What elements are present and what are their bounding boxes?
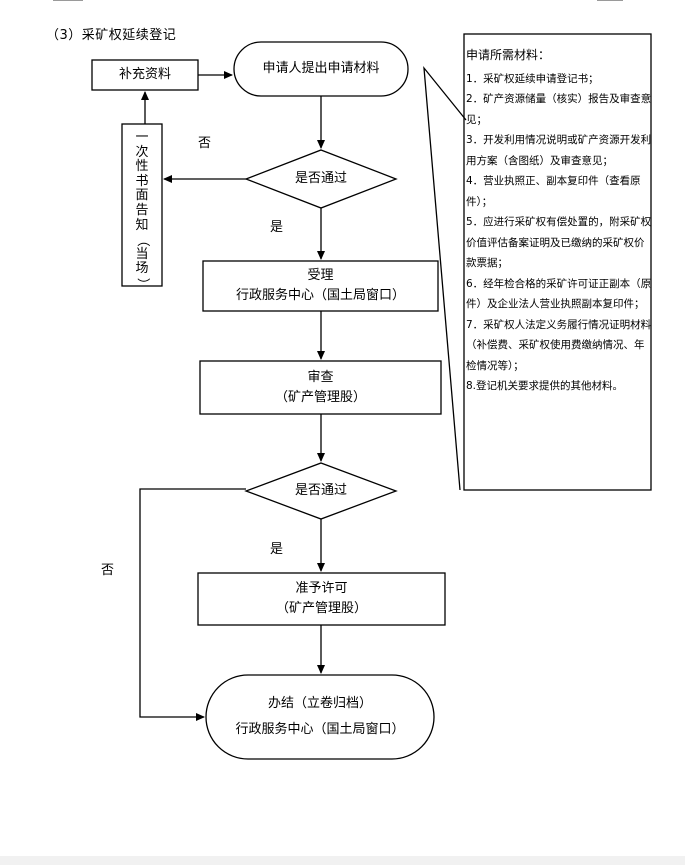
- notify-char: 一: [135, 130, 149, 145]
- page-footer-bar: [0, 856, 685, 865]
- approve-box: 准予许可 （矿产管理股）: [198, 573, 445, 625]
- header-margin-mark-right: [597, 0, 623, 2]
- materials-item: 8.登记机关要求提供的其他材料。: [466, 380, 624, 392]
- yes-label-2: 是: [270, 542, 284, 557]
- notify-char: 当: [135, 246, 149, 262]
- notify-box-shape: [121, 123, 163, 287]
- no-label-1: 否: [198, 136, 212, 151]
- accept-title: 受理: [307, 268, 334, 283]
- finish-title: 办结（立卷归档）: [267, 696, 372, 711]
- check1-label: 是否通过: [294, 171, 347, 186]
- materials-item: 6．经年检合格的采矿许可证正副本（原件）及企业法人营业执照副本复印件；: [466, 277, 652, 311]
- start-node-label: 申请人提出申请材料: [262, 61, 380, 76]
- notify-char: 面: [135, 188, 149, 204]
- review-subtitle: （矿产管理股）: [274, 389, 366, 405]
- accept-box: 受理 行政服务中心（国土局窗口）: [203, 261, 438, 311]
- notify-char: ）: [135, 277, 151, 291]
- materials-item: 1．采矿权延续申请登记书；: [466, 72, 599, 85]
- notify-box-label: 一 次 性 书 面 告 知 （ 当 场 ）: [122, 130, 162, 290]
- supplement-label: 补充资料: [118, 67, 171, 82]
- notify-char: （: [135, 233, 151, 247]
- finish-node-shape: [205, 674, 435, 760]
- header-margin-mark-left: [53, 0, 83, 2]
- review-box: 审查 （矿产管理股）: [200, 361, 441, 414]
- approve-subtitle: （矿产管理股）: [275, 601, 367, 616]
- required-materials-panel: 申请所需材料： 1．采矿权延续申请登记书； 2．矿产资源储量（核实）报告及审查意…: [466, 45, 652, 397]
- yes-label-1: 是: [270, 220, 284, 235]
- supplement-box: 补充资料: [92, 60, 198, 90]
- notify-char: 次: [135, 144, 149, 160]
- materials-item: 4．营业执照正、副本复印件（查看原件）；: [466, 175, 641, 208]
- check2-label: 是否通过: [294, 483, 347, 498]
- notify-char: 性: [135, 159, 149, 175]
- accept-subtitle: 行政服务中心（国土局窗口）: [235, 288, 405, 303]
- materials-panel-shape: [463, 33, 652, 491]
- materials-item: 3．开发利用情况说明或矿产资源开发利用方案（含图纸）及审查意见；: [466, 134, 652, 167]
- materials-item: 2．矿产资源储量（核实）报告及审查意见；: [466, 93, 652, 126]
- approve-title: 准予许可: [295, 581, 348, 596]
- check1-node: 是否通过: [246, 165, 396, 193]
- check2-node: 是否通过: [246, 477, 396, 505]
- finish-subtitle: 行政服务中心（国土局窗口）: [235, 722, 405, 737]
- notify-char: 书: [135, 173, 149, 189]
- review-title: 审查: [307, 369, 334, 385]
- materials-heading: 申请所需材料：: [466, 48, 551, 62]
- no-label-2: 否: [101, 563, 115, 578]
- callout-pointer: [423, 65, 467, 491]
- materials-item: 7．采矿权人法定义务履行情况证明材料（补偿费、采矿权使用费缴纳情况、年检情况等）…: [466, 318, 652, 372]
- start-node: 申请人提出申请材料: [234, 42, 408, 96]
- notify-char: 场: [135, 261, 149, 277]
- materials-item: 5．应进行采矿权有偿处置的，附采矿权价值评估备案证明及已缴纳的采矿权价款票据；: [466, 216, 652, 269]
- finish-node: 办结（立卷归档） 行政服务中心（国土局窗口）: [206, 675, 434, 759]
- page-title: （3）采矿权延续登记: [46, 28, 177, 43]
- notify-char: 知: [135, 217, 149, 233]
- notify-char: 告: [135, 202, 149, 218]
